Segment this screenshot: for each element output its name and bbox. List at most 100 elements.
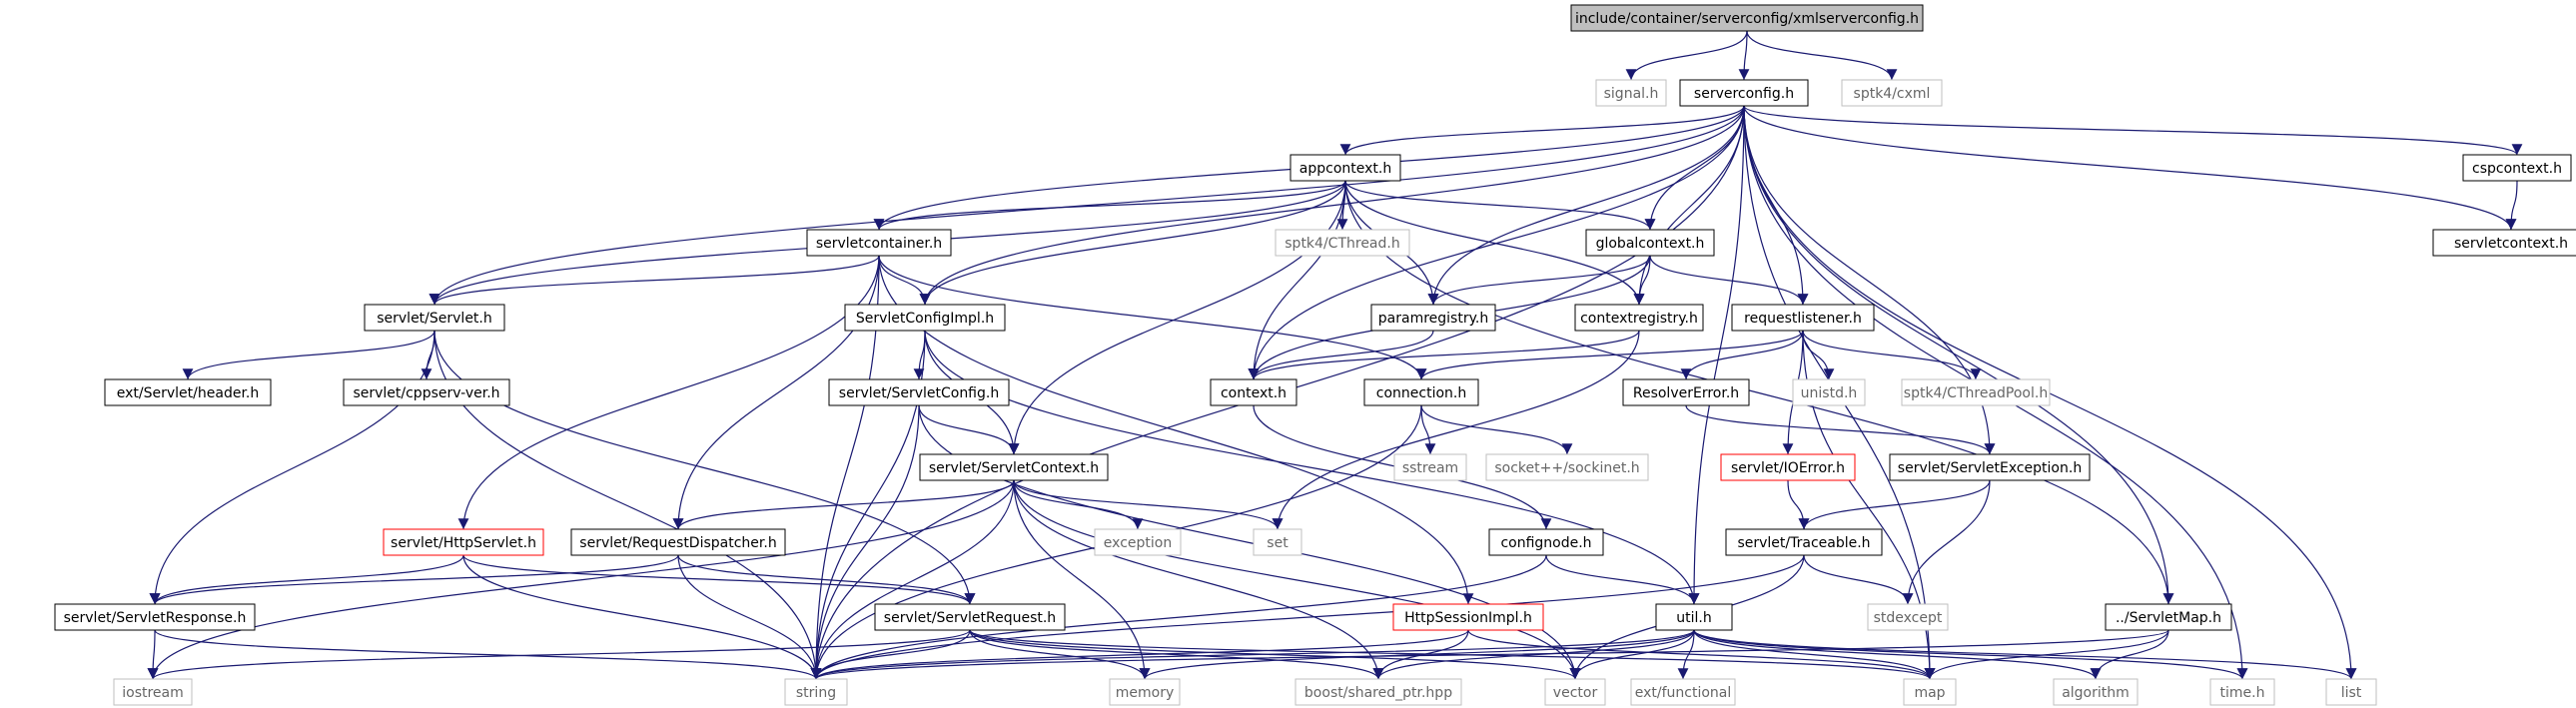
edge-confignode-to-util: [1545, 554, 1700, 605]
node-servletmap[interactable]: ../ServletMap.h: [2105, 603, 2232, 631]
node-traceable[interactable]: servlet/Traceable.h: [1725, 528, 1883, 556]
node-box-sstream: [1393, 453, 1467, 481]
node-requestdispatcher[interactable]: servlet/RequestDispatcher.h: [570, 528, 786, 556]
node-box-cthread: [1275, 229, 1410, 257]
node-confignode[interactable]: confignode.h: [1488, 528, 1604, 556]
node-box-algorithm: [2053, 678, 2139, 706]
edge-servletmap-to-algorithm: [2090, 629, 2169, 680]
node-request[interactable]: servlet/ServletRequest.h: [874, 603, 1066, 631]
node-configimpl[interactable]: ServletConfigImpl.h: [844, 304, 1006, 332]
node-box-connection: [1363, 378, 1479, 406]
edge-appcontext-to-servletcontainer: [873, 180, 1346, 231]
edge-traceable-to-string: [810, 554, 1805, 680]
edge-globalcontext-to-paramregistry: [1427, 255, 1651, 306]
node-box-functional: [1630, 678, 1736, 706]
node-box-serverconfig: [1679, 79, 1809, 107]
node-label-resolver: ResolverError.h: [1633, 385, 1739, 401]
node-label-list: list: [2341, 685, 2362, 701]
edge-util-to-map: [1693, 629, 1936, 680]
node-exception: exception: [1094, 528, 1182, 556]
edge-connection-to-sockinet: [1420, 404, 1573, 455]
node-vector: vector: [1544, 678, 1606, 706]
node-box-context: [1210, 378, 1297, 406]
edge-servletcontainer-to-httpservlet: [457, 255, 880, 530]
node-label-cthread: sptk4/CThread.h: [1285, 236, 1399, 252]
node-cthreadpool: sptk4/CThreadPool.h: [1901, 378, 2051, 406]
node-label-appcontext: appcontext.h: [1299, 161, 1391, 177]
node-box-httpsession: [1392, 603, 1544, 631]
node-label-httpservlet: servlet/HttpServlet.h: [391, 535, 536, 551]
edge-httpservlet-to-response: [149, 554, 464, 605]
node-servletcontext[interactable]: servletcontext.h: [2432, 229, 2576, 257]
node-label-response: servlet/ServletResponse.h: [64, 610, 247, 626]
node-cspcontext[interactable]: cspcontext.h: [2462, 154, 2572, 182]
node-signal: signal.h: [1595, 79, 1667, 107]
node-box-configimpl: [844, 304, 1006, 332]
node-ioerror[interactable]: servlet/IOError.h: [1720, 453, 1856, 481]
node-context[interactable]: context.h: [1210, 378, 1297, 406]
node-serverconfig[interactable]: serverconfig.h: [1679, 79, 1809, 107]
node-contextregistry[interactable]: contextregistry.h: [1574, 304, 1704, 332]
node-box-servletconfig: [828, 378, 1010, 406]
edge-servletcontextS-to-string: [810, 479, 1015, 680]
node-resolver[interactable]: ResolverError.h: [1622, 378, 1750, 406]
node-box-root: [1570, 4, 1924, 32]
node-map: map: [1903, 678, 1957, 706]
node-set: set: [1253, 528, 1302, 556]
edge-appcontext-to-context: [1248, 180, 1346, 380]
edge-servletcontextS-to-sharedptr: [1013, 479, 1384, 680]
node-label-servletconfig: servlet/ServletConfig.h: [839, 385, 999, 401]
node-connection[interactable]: connection.h: [1363, 378, 1479, 406]
node-servletcontextS[interactable]: servlet/ServletContext.h: [919, 453, 1109, 481]
node-box-ioerror: [1720, 453, 1856, 481]
edge-servletcontextS-to-exception: [1013, 479, 1144, 530]
node-servlet[interactable]: servlet/Servlet.h: [364, 304, 505, 332]
edge-servletcontainer-to-connection: [878, 255, 1427, 380]
edge-servletexception-to-stdexcept: [1902, 479, 1991, 605]
node-box-signal: [1595, 79, 1667, 107]
node-appcontext[interactable]: appcontext.h: [1289, 154, 1401, 182]
node-label-stdexcept: stdexcept: [1874, 610, 1943, 626]
node-stdexcept: stdexcept: [1867, 603, 1949, 631]
node-label-algorithm: algorithm: [2062, 685, 2130, 701]
node-servletexception[interactable]: servlet/ServletException.h: [1889, 453, 2091, 481]
node-util[interactable]: util.h: [1655, 603, 1733, 631]
node-servletcontainer[interactable]: servletcontainer.h: [806, 229, 952, 257]
node-root[interactable]: include/container/serverconfig/xmlserver…: [1570, 4, 1924, 32]
edge-requestlistener-to-resolver: [1680, 330, 1804, 380]
edge-request-to-string: [810, 629, 971, 680]
node-label-sharedptr: boost/shared_ptr.hpp: [1304, 685, 1452, 701]
edge-servletexception-to-traceable: [1798, 479, 1991, 530]
node-functional: ext/functional: [1630, 678, 1736, 706]
node-servletconfig[interactable]: servlet/ServletConfig.h: [828, 378, 1010, 406]
node-cppserv[interactable]: servlet/cppserv-ver.h: [343, 378, 510, 406]
node-response[interactable]: servlet/ServletResponse.h: [54, 603, 256, 631]
node-label-confignode: confignode.h: [1500, 535, 1591, 551]
node-box-cspcontext: [2462, 154, 2572, 182]
edge-root-to-serverconfig: [1738, 30, 1750, 81]
node-label-requestdispatcher: servlet/RequestDispatcher.h: [579, 535, 776, 551]
edge-servletconfig-to-string: [810, 404, 920, 680]
node-label-set: set: [1267, 535, 1288, 551]
node-list: list: [2325, 678, 2377, 706]
node-sharedptr: boost/shared_ptr.hpp: [1294, 678, 1462, 706]
node-globalcontext[interactable]: globalcontext.h: [1585, 229, 1715, 257]
edge-servlet-to-request: [433, 330, 976, 605]
edge-httpservlet-to-request: [462, 554, 976, 605]
node-box-servletcontainer: [806, 229, 952, 257]
node-paramregistry[interactable]: paramregistry.h: [1370, 304, 1496, 332]
edge-requestlistener-to-cthreadpool: [1802, 330, 1982, 380]
edge-requestlistener-to-unistd: [1802, 330, 1835, 380]
node-requestlistener[interactable]: requestlistener.h: [1731, 304, 1875, 332]
node-httpsession[interactable]: HttpSessionImpl.h: [1392, 603, 1544, 631]
node-box-servletexception: [1889, 453, 2091, 481]
node-label-servletcontext: servletcontext.h: [2454, 236, 2568, 252]
node-exthdr[interactable]: ext/Servlet/header.h: [104, 378, 272, 406]
node-box-requestlistener: [1731, 304, 1875, 332]
edge-serverconfig-to-appcontext: [1339, 105, 1745, 156]
node-httpservlet[interactable]: servlet/HttpServlet.h: [383, 528, 544, 556]
node-cthread: sptk4/CThread.h: [1275, 229, 1410, 257]
edge-serverconfig-to-util: [1688, 105, 1745, 605]
node-label-request: servlet/ServletRequest.h: [884, 610, 1056, 626]
